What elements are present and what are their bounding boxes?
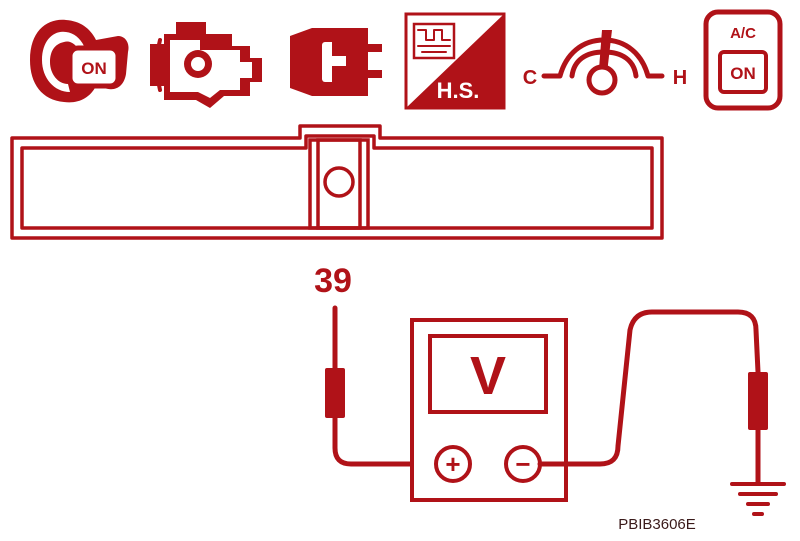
figure-code: PBIB3606E bbox=[618, 516, 696, 533]
connector-terminal-hole bbox=[323, 166, 355, 198]
voltmeter: V + − bbox=[410, 318, 568, 502]
temperature-gauge-icon: C H bbox=[523, 30, 687, 96]
ac-on-label: ON bbox=[730, 64, 756, 83]
positive-symbol: + bbox=[445, 449, 460, 479]
voltmeter-display bbox=[428, 334, 548, 414]
harness-connector bbox=[10, 124, 664, 240]
ground-symbol-icon bbox=[730, 482, 786, 516]
heat-sink-label: H.S. bbox=[437, 78, 480, 103]
electrical-connector-icon bbox=[290, 28, 382, 96]
positive-terminal bbox=[434, 445, 472, 483]
engine-running-icon bbox=[150, 22, 262, 108]
temp-hot-label: H bbox=[673, 67, 687, 89]
ignition-on-label: ON bbox=[81, 59, 107, 78]
negative-probe-lead bbox=[537, 309, 768, 485]
temp-cold-label: C bbox=[523, 67, 537, 89]
heat-sink-icon: H.S. bbox=[404, 12, 506, 110]
positive-probe-lead bbox=[325, 305, 435, 467]
ignition-key-on-icon: ON bbox=[30, 19, 129, 103]
voltmeter-unit-label: V bbox=[470, 346, 506, 406]
ac-top-label: A/C bbox=[730, 25, 756, 42]
terminal-number-label: 39 bbox=[314, 262, 352, 300]
ac-on-switch-icon: A/C ON bbox=[703, 9, 783, 111]
negative-symbol: − bbox=[515, 449, 530, 479]
